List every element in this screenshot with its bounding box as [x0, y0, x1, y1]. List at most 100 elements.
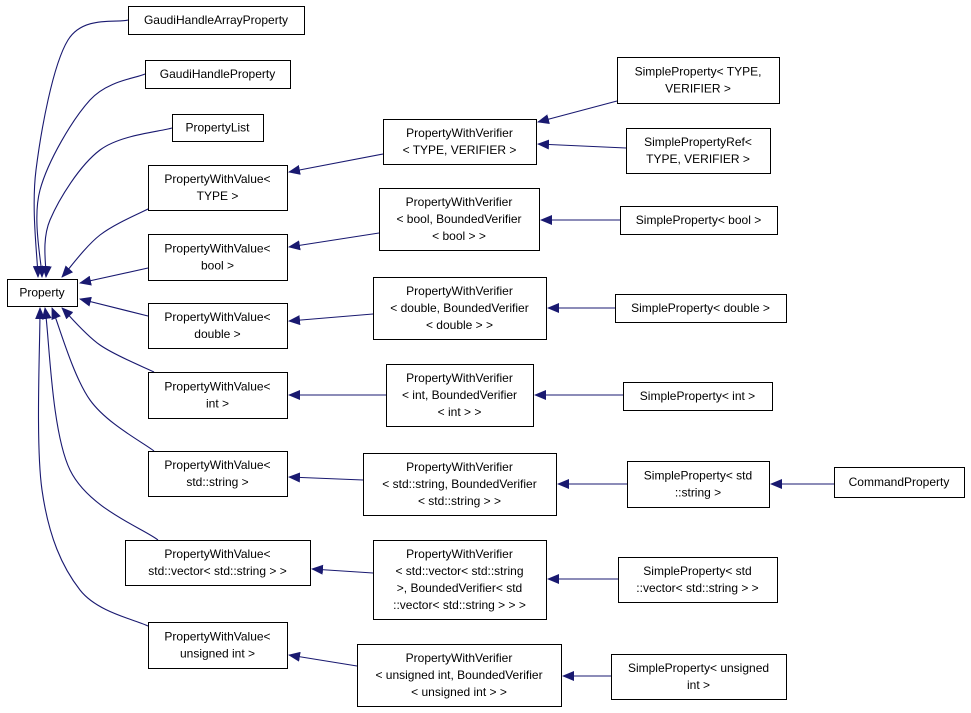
class-label-line: PropertyWithVerifier	[406, 195, 513, 209]
class-label-line: ::vector< std::string > > >	[393, 598, 526, 612]
class-label-line: < TYPE, VERIFIER >	[403, 143, 517, 157]
inheritance-edge-pwv-double-to-property	[79, 296, 149, 317]
class-node-sp-vector[interactable]: SimpleProperty< std::vector< std::string…	[618, 557, 778, 603]
class-label-line: < std::string, BoundedVerifier	[382, 477, 536, 491]
class-label-line: < std::string > >	[418, 494, 501, 508]
class-box	[620, 206, 778, 235]
class-label-line: VERIFIER >	[665, 82, 731, 96]
inheritance-edge-pwver-double-to-pwv-double	[288, 313, 374, 326]
class-box	[148, 165, 288, 211]
class-node-sp-int[interactable]: SimpleProperty< int >	[623, 382, 773, 411]
inheritance-edge-pwver-type-to-pwv-type	[288, 153, 384, 175]
inheritance-edge-pwver-bool-to-pwv-bool	[288, 232, 380, 251]
class-node-sp-bool[interactable]: SimpleProperty< bool >	[620, 206, 778, 235]
class-label-line: PropertyWithValue<	[164, 310, 270, 324]
class-label-line: SimpleProperty< std	[643, 564, 751, 578]
class-label-line: SimpleProperty< unsigned	[628, 661, 769, 675]
class-label-line: < unsigned int, BoundedVerifier	[375, 668, 542, 682]
class-label-line: < int, BoundedVerifier	[402, 388, 517, 402]
class-box	[148, 303, 288, 349]
class-box	[357, 644, 562, 707]
class-node-pwv-string[interactable]: PropertyWithValue<std::string >	[148, 451, 288, 497]
class-label-line: PropertyWithVerifier	[406, 371, 513, 385]
inheritance-edge-pwver-uint-to-pwv-uint	[288, 651, 358, 667]
class-node-pwver-bool[interactable]: PropertyWithVerifier < bool, BoundedVerif…	[379, 188, 540, 251]
class-label-line: < bool, BoundedVerifier	[396, 212, 521, 226]
class-label-line: PropertyWithValue<	[164, 547, 270, 561]
class-label-line: CommandProperty	[849, 475, 950, 489]
class-label-line: ::string >	[675, 486, 721, 500]
class-node-gaudi-handle-property[interactable]: GaudiHandleProperty	[145, 60, 291, 89]
inheritance-edge-gaudi-handle-property-to-property	[36, 73, 146, 278]
class-box	[363, 453, 557, 516]
class-node-pwv-uint[interactable]: PropertyWithValue< unsigned int >	[148, 622, 288, 669]
class-box	[373, 540, 547, 620]
class-box	[373, 277, 547, 340]
class-node-sp-string[interactable]: SimpleProperty< std::string >	[627, 461, 770, 508]
class-box	[172, 114, 264, 142]
inheritance-edge-pwver-string-to-pwv-string	[288, 472, 364, 483]
class-label-line: SimpleProperty< TYPE,	[635, 65, 762, 79]
class-label-line: double >	[194, 327, 240, 341]
inheritance-edge-pwv-int-to-property	[61, 307, 155, 373]
inheritance-edge-property-list-to-property	[41, 127, 173, 278]
class-node-pwver-double[interactable]: PropertyWithVerifier< double, BoundedVer…	[373, 277, 547, 340]
class-label-line: SimpleProperty< bool >	[636, 213, 761, 227]
class-node-pwv-double[interactable]: PropertyWithValue< double >	[148, 303, 288, 349]
class-box	[148, 372, 288, 419]
class-label-line: < unsigned int > >	[411, 685, 507, 699]
inheritance-edge-pwv-vector-to-property	[41, 307, 159, 541]
class-node-property[interactable]: Property	[7, 279, 78, 307]
class-node-pwv-bool[interactable]: PropertyWithValue<bool >	[148, 234, 288, 281]
class-node-property-list[interactable]: PropertyList	[172, 114, 264, 142]
class-node-sp-type[interactable]: SimpleProperty< TYPE, VERIFIER >	[617, 57, 780, 104]
class-box	[834, 467, 965, 498]
class-label-line: GaudiHandleArrayProperty	[144, 13, 288, 27]
class-box	[128, 6, 305, 35]
inheritance-edge-gaudi-handle-array-property-to-property	[32, 19, 129, 278]
class-label-line: PropertyWithVerifier	[406, 126, 513, 140]
class-label-line: TYPE >	[197, 189, 239, 203]
class-label-line: unsigned int >	[180, 647, 255, 661]
class-node-pwver-vector[interactable]: PropertyWithVerifier< std::vector< std::…	[373, 540, 547, 620]
class-node-command-property[interactable]: CommandProperty	[834, 467, 965, 498]
class-node-pwv-type[interactable]: PropertyWithValue<TYPE >	[148, 165, 288, 211]
class-label-line: PropertyList	[185, 121, 250, 135]
class-box	[623, 382, 773, 411]
inheritance-edge-pwv-type-to-property	[61, 207, 151, 278]
nodes-layer: Property GaudiHandleArrayPropertyGaudiHan…	[7, 6, 965, 707]
class-node-pwver-type[interactable]: PropertyWithVerifier < TYPE, VERIFIER >	[383, 119, 537, 165]
edges-layer	[32, 19, 834, 681]
class-node-pwver-int[interactable]: PropertyWithVerifier < int, BoundedVerifi…	[386, 364, 534, 427]
class-box	[148, 451, 288, 497]
inheritance-edge-spr-type-to-pwver-type	[537, 139, 627, 150]
class-node-sp-double[interactable]: SimpleProperty< double >	[615, 294, 787, 323]
class-label-line: SimpleProperty< int >	[640, 389, 755, 403]
class-node-pwver-uint[interactable]: PropertyWithVerifier < unsigned int, Boun…	[357, 644, 562, 707]
class-label-line: bool >	[201, 259, 234, 273]
inheritance-edge-pwv-string-to-property	[51, 307, 155, 452]
class-node-pwver-string[interactable]: PropertyWithVerifier< std::string, Bound…	[363, 453, 557, 516]
class-box	[618, 557, 778, 603]
class-label-line: PropertyWithVerifier	[406, 460, 513, 474]
class-label-line: std::vector< std::string > >	[148, 564, 286, 578]
class-box	[145, 60, 291, 89]
class-node-pwv-int[interactable]: PropertyWithValue<int >	[148, 372, 288, 419]
class-label-line: GaudiHandleProperty	[160, 67, 275, 81]
class-label-line: < std::vector< std::string	[395, 564, 523, 578]
class-node-pwv-vector[interactable]: PropertyWithValue<std::vector< std::stri…	[125, 540, 311, 586]
class-label-line: PropertyWithValue<	[164, 458, 270, 472]
class-box	[626, 128, 771, 174]
class-label-line: < int > >	[438, 405, 482, 419]
class-label-line: PropertyWithVerifier	[406, 284, 513, 298]
class-label-line: PropertyWithVerifier	[406, 651, 513, 665]
class-node-gaudi-handle-array-property[interactable]: GaudiHandleArrayProperty	[128, 6, 305, 35]
class-label-line: int >	[206, 397, 229, 411]
class-label-line: PropertyWithValue<	[164, 630, 270, 644]
class-box	[627, 461, 770, 508]
class-box	[148, 234, 288, 281]
class-node-spr-type[interactable]: SimplePropertyRef<TYPE, VERIFIER >	[626, 128, 771, 174]
class-label-line: TYPE, VERIFIER >	[646, 152, 750, 166]
class-box	[125, 540, 311, 586]
